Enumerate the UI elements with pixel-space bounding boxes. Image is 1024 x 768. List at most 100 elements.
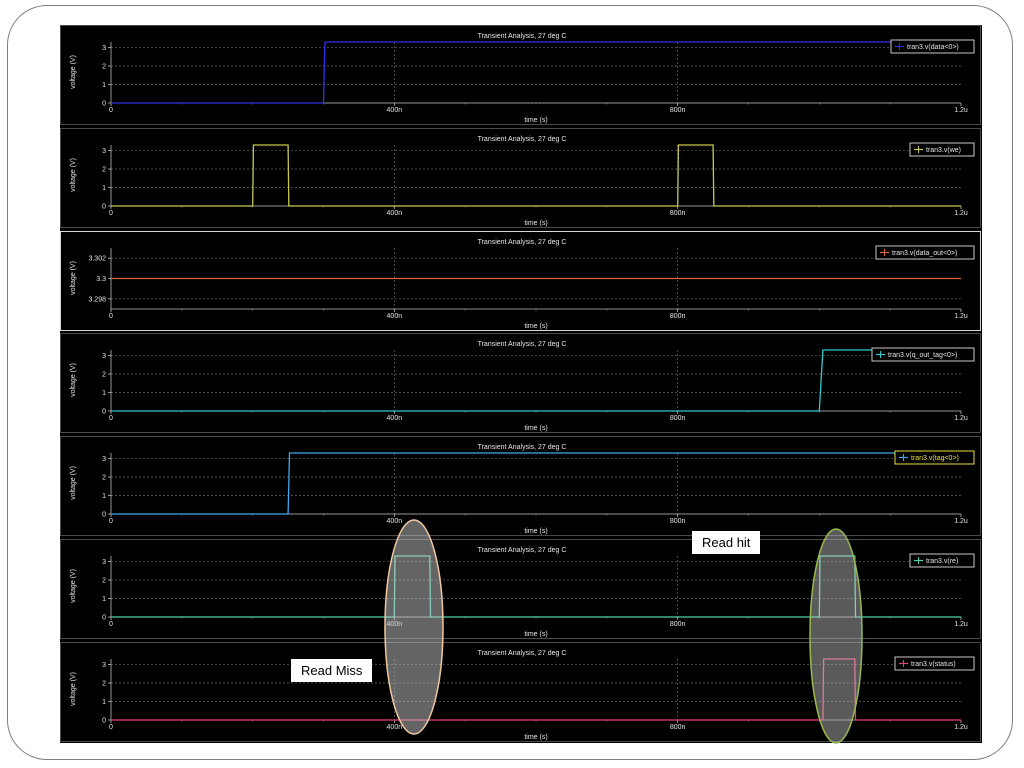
legend-box (909, 553, 975, 568)
slide-frame (7, 5, 1013, 760)
y-tick-label: 2 (102, 64, 106, 71)
legend-label: tran3.v(tag<0>) (911, 455, 959, 462)
y-axis-label: voltage (V) (70, 672, 77, 706)
series-line (111, 658, 961, 721)
series-line (111, 555, 961, 618)
x-tick-label: 400n (387, 107, 403, 114)
chart-title: Transient Analysis, 27 deg C (478, 341, 567, 348)
y-tick-label: 3.298 (88, 296, 106, 303)
series-line (111, 41, 961, 104)
x-tick-label: 400n (387, 415, 403, 422)
x-tick-label: 1.2u (954, 107, 968, 114)
chart-title: Transient Analysis, 27 deg C (478, 547, 567, 554)
waveform-chart-tag: Transient Analysis, 27 deg C 0 400n 800n 1.2… (70, 444, 975, 535)
waveform-chart-data: Transient Analysis, 27 deg C 0 400n 800n 1.2… (70, 33, 975, 124)
waveform-panel-data-out[interactable]: Transient Analysis, 27 deg C 0 400n 800n 1.2… (60, 231, 981, 331)
y-tick-label: 3 (102, 148, 106, 155)
x-axis-label: time (s) (524, 528, 547, 535)
read-hit-callout: Read hit (692, 531, 761, 554)
x-tick-label: 1.2u (954, 210, 968, 217)
y-tick-label: 0 (102, 718, 106, 725)
x-tick-label: 1.2u (954, 621, 968, 628)
x-tick-label: 400n (387, 518, 403, 525)
y-axis-label: voltage (V) (70, 363, 77, 397)
x-tick-label: 1.2u (954, 313, 968, 320)
waveform-panel-tag[interactable]: Transient Analysis, 27 deg C 0 400n 800n 1.2… (60, 436, 981, 536)
x-tick-label: 800n (670, 415, 686, 422)
x-tick-label: 800n (670, 518, 686, 525)
legend-label: tran3.v(re) (926, 558, 958, 565)
legend-label: tran3.v(we) (926, 147, 961, 154)
legend-label: tran3.v(data<0>) (907, 44, 959, 51)
legend-box (875, 245, 975, 260)
y-tick-label: 0 (102, 512, 106, 519)
x-tick-label: 0 (109, 415, 113, 422)
waveform-chart-status: Transient Analysis, 27 deg C 0 400n 800n 1.2… (70, 650, 975, 741)
x-tick-label: 1.2u (954, 518, 968, 525)
x-axis-label: time (s) (524, 734, 547, 741)
waveform-chart-data-out: Transient Analysis, 27 deg C 0 400n 800n 1.2… (70, 239, 975, 330)
x-tick-label: 800n (670, 724, 686, 731)
waveform-panel-data[interactable]: Transient Analysis, 27 deg C 0 400n 800n 1.2… (60, 25, 981, 125)
x-axis-label: time (s) (524, 425, 547, 432)
legend-label: tran3.v(data_out<0>) (892, 250, 957, 257)
x-tick-label: 0 (109, 621, 113, 628)
y-tick-label: 0 (102, 409, 106, 416)
x-tick-label: 0 (109, 107, 113, 114)
waveform-panel-status[interactable]: Transient Analysis, 27 deg C 0 400n 800n 1.2… (60, 642, 981, 742)
y-tick-label: 0 (102, 204, 106, 211)
x-axis-label: time (s) (524, 220, 547, 227)
y-tick-label: 3 (102, 662, 106, 669)
legend-box (871, 347, 975, 362)
y-axis-label: voltage (V) (70, 55, 77, 89)
y-tick-label: 3.3 (96, 276, 106, 283)
chart-title: Transient Analysis, 27 deg C (478, 239, 567, 246)
y-tick-label: 1 (102, 390, 106, 397)
waveform-viewer: Transient Analysis, 27 deg C 0 400n 800n 1.2… (60, 25, 982, 743)
y-tick-label: 1 (102, 596, 106, 603)
x-axis-label: time (s) (524, 323, 547, 330)
x-tick-label: 0 (109, 518, 113, 525)
y-tick-label: 3 (102, 559, 106, 566)
y-tick-label: 3.302 (88, 256, 106, 263)
y-tick-label: 3 (102, 456, 106, 463)
x-tick-label: 1.2u (954, 724, 968, 731)
legend-label: tran3.v(status) (911, 661, 956, 668)
y-tick-label: 1 (102, 493, 106, 500)
y-axis-label: voltage (V) (70, 261, 77, 295)
y-axis-label: voltage (V) (70, 466, 77, 500)
y-tick-label: 2 (102, 167, 106, 174)
x-tick-label: 800n (670, 107, 686, 114)
y-tick-label: 3 (102, 45, 106, 52)
x-tick-label: 0 (109, 724, 113, 731)
x-tick-label: 800n (670, 313, 686, 320)
legend-box (890, 39, 975, 54)
x-tick-label: 400n (387, 313, 403, 320)
x-tick-label: 400n (387, 724, 403, 731)
y-axis-label: voltage (V) (70, 569, 77, 603)
y-tick-label: 2 (102, 475, 106, 482)
legend-box (894, 656, 975, 671)
y-tick-label: 0 (102, 101, 106, 108)
x-tick-label: 800n (670, 621, 686, 628)
x-tick-label: 0 (109, 313, 113, 320)
y-tick-label: 2 (102, 372, 106, 379)
chart-title: Transient Analysis, 27 deg C (478, 33, 567, 40)
chart-title: Transient Analysis, 27 deg C (478, 444, 567, 451)
legend-box (894, 450, 975, 465)
x-tick-label: 800n (670, 210, 686, 217)
series-line (111, 349, 961, 412)
y-tick-label: 2 (102, 681, 106, 688)
series-line (111, 452, 961, 515)
y-axis-label: voltage (V) (70, 158, 77, 192)
y-tick-label: 2 (102, 578, 106, 585)
read-miss-callout: Read Miss (291, 659, 373, 682)
chart-title: Transient Analysis, 27 deg C (478, 650, 567, 657)
y-tick-label: 1 (102, 185, 106, 192)
